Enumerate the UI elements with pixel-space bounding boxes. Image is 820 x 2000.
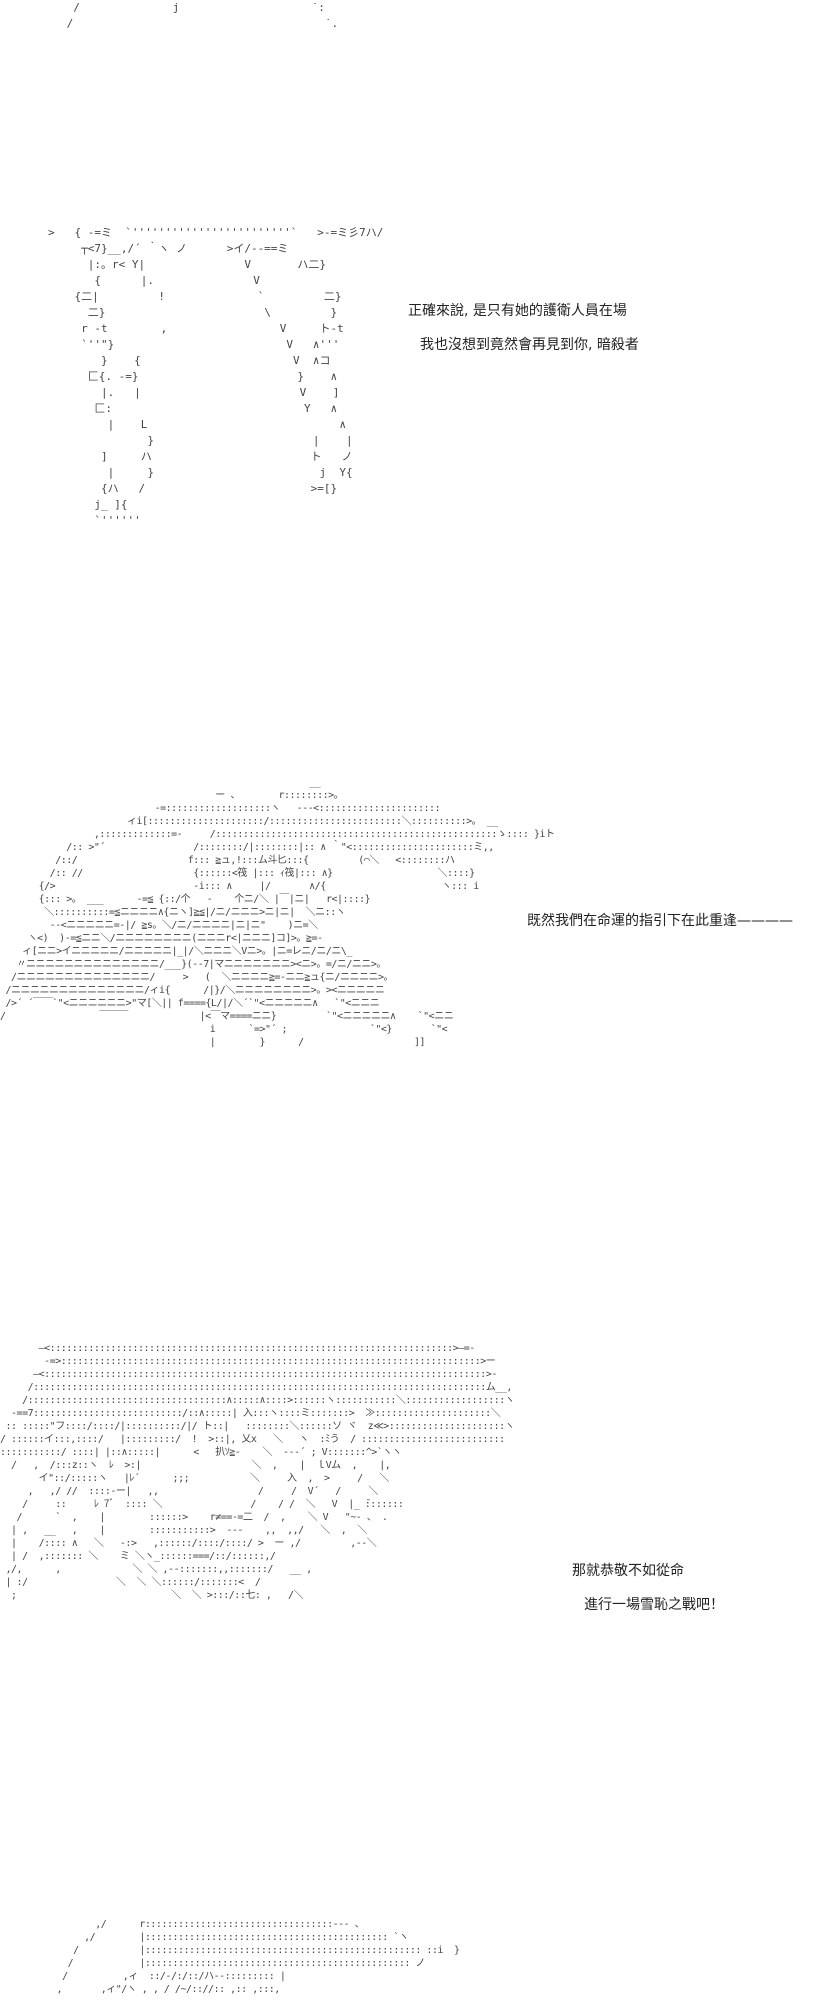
dialogue-box-panel-3: 那就恭敬不如從命 進行一場雪恥之戰吧！ xyxy=(572,1554,724,1622)
ascii-art-panel-3: ―<::::::::::::::::::::::::::::::::::::::… xyxy=(0,1343,515,1601)
dialogue-line: 進行一場雪恥之戰吧！ xyxy=(584,1597,724,1613)
ascii-art-panel-1: > { -=ミ `''''''''''''''''''''''''` >-=ミ彡… xyxy=(48,226,384,527)
dialogue-line: 我也沒想到竟然會再見到你, 暗殺者 xyxy=(420,337,639,353)
dialogue-line: 既然我們在命運的指引下在此重逢———— xyxy=(527,913,793,929)
ascii-art-bottom-fragment: ,/ r::::::::::::::::::::::::::::::::::--… xyxy=(56,1919,461,1995)
ascii-art-top-fragment: / j ˙: / ˙. xyxy=(66,1,339,30)
ascii-art-panel-2: __ ー 、 r::::::::>。 -=:::::::::::::::::::… xyxy=(0,777,555,1048)
dialogue-box-panel-2: 既然我們在命運的指引下在此重逢———— xyxy=(527,904,793,938)
dialogue-box-panel-1: 正確來說, 是只有她的護衛人員在場 我也沒想到竟然會再見到你, 暗殺者 xyxy=(408,294,639,362)
dialogue-line: 那就恭敬不如從命 xyxy=(572,1563,684,1579)
dialogue-line: 正確來說, 是只有她的護衛人員在場 xyxy=(408,303,627,319)
